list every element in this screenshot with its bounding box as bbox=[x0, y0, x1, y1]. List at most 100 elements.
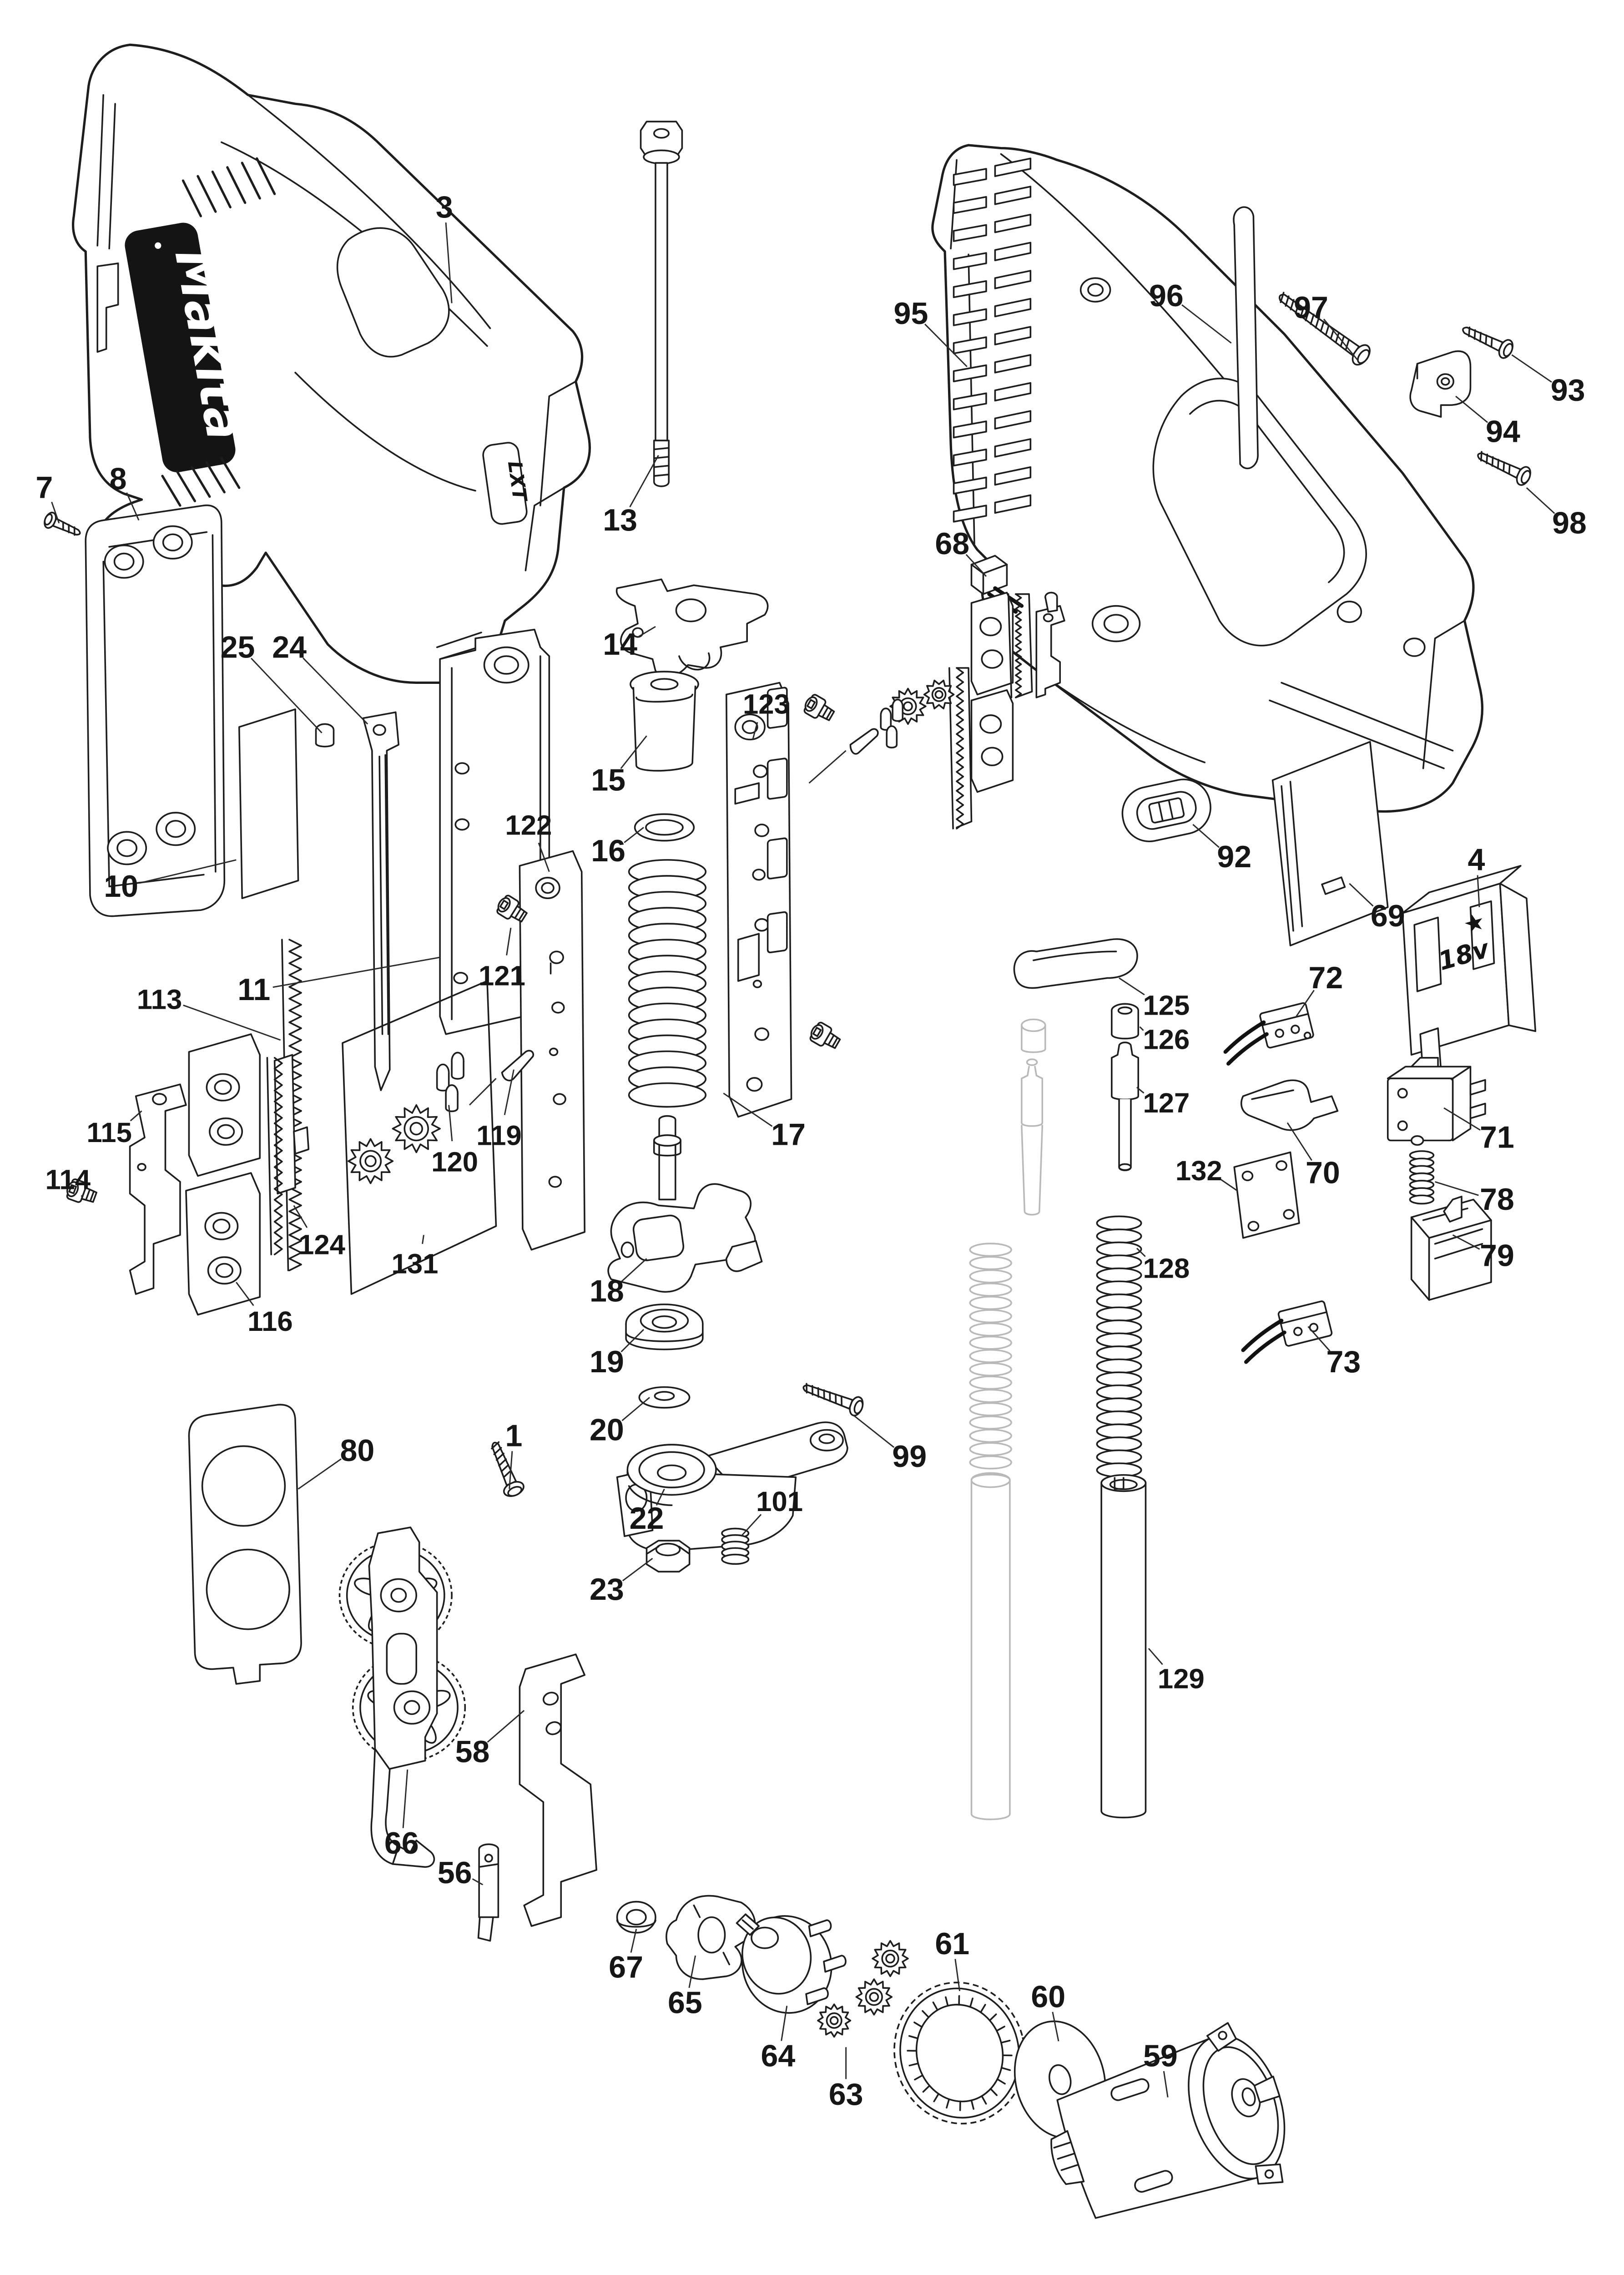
callout-leader-25 bbox=[251, 657, 323, 733]
callout-leader-61 bbox=[954, 1959, 960, 1992]
callout-leader-80 bbox=[298, 1458, 342, 1490]
callout-label-18: 18 bbox=[590, 1274, 624, 1308]
callout-label-61: 61 bbox=[935, 1926, 969, 1961]
callout-label-126: 126 bbox=[1143, 1024, 1190, 1055]
callout-label-79: 79 bbox=[1480, 1238, 1514, 1273]
callout-leader-99 bbox=[852, 1415, 895, 1448]
callout-label-94: 94 bbox=[1486, 414, 1520, 449]
callout-label-14: 14 bbox=[603, 627, 637, 662]
magazine-ribs-2 bbox=[994, 157, 1032, 514]
callout-label-116: 116 bbox=[247, 1306, 293, 1337]
callout-leader-120 bbox=[448, 1105, 453, 1142]
spring-17 bbox=[628, 859, 707, 1108]
cam-plate-65 bbox=[666, 1895, 756, 1980]
base-assembly-22 bbox=[616, 1421, 848, 1552]
cylinder-15 bbox=[630, 671, 699, 772]
callout-label-98: 98 bbox=[1552, 506, 1587, 541]
callout-leader-113 bbox=[183, 1004, 281, 1041]
callout-label-72: 72 bbox=[1309, 961, 1343, 995]
callout-label-124: 124 bbox=[298, 1229, 345, 1260]
callout-leader-71 bbox=[1443, 1107, 1481, 1131]
callout-label-7: 7 bbox=[35, 470, 53, 505]
switch-72 bbox=[1223, 1002, 1314, 1066]
magazine-ribs bbox=[953, 168, 987, 523]
callout-label-10: 10 bbox=[104, 869, 138, 904]
callout-label-8: 8 bbox=[110, 461, 127, 496]
plate-122 bbox=[519, 850, 585, 1251]
callout-leader-22 bbox=[656, 1488, 665, 1506]
callout-label-24: 24 bbox=[272, 630, 307, 664]
gear-box-131 bbox=[342, 980, 497, 1295]
callout-leader-129 bbox=[1148, 1648, 1163, 1665]
battery-terminal-4: ★ 18v bbox=[1402, 865, 1537, 1077]
guide-block-116-upper bbox=[188, 1033, 261, 1177]
callout-leader-127 bbox=[1136, 1087, 1145, 1094]
callout-label-122: 122 bbox=[505, 810, 552, 841]
callout-leader-98 bbox=[1526, 487, 1555, 514]
callout-label-115: 115 bbox=[86, 1117, 131, 1148]
guide-block-116-lower bbox=[185, 1172, 261, 1316]
callout-leader-119 bbox=[504, 1069, 514, 1115]
callout-label-123: 123 bbox=[743, 689, 790, 720]
callout-leader-7 bbox=[51, 501, 60, 524]
callout-label-69: 69 bbox=[1371, 899, 1405, 933]
spring-128 bbox=[1096, 1215, 1142, 1478]
ring-gear-61 bbox=[893, 1982, 1026, 2125]
callout-label-60: 60 bbox=[1031, 1980, 1065, 2014]
callout-leader-69 bbox=[1349, 883, 1374, 907]
o-ring-16 bbox=[634, 813, 695, 842]
screw-123-lower bbox=[809, 1021, 841, 1049]
callout-label-19: 19 bbox=[590, 1345, 624, 1379]
feeder-set-right bbox=[808, 592, 1065, 829]
callout-label-11: 11 bbox=[237, 972, 270, 1007]
callout-leader-93 bbox=[1511, 354, 1552, 383]
bumper-19 bbox=[625, 1303, 704, 1350]
pin-25 bbox=[315, 723, 335, 748]
planet-gears-63 bbox=[817, 1940, 909, 2038]
magazine-sheet-10 bbox=[238, 708, 299, 900]
callout-label-99: 99 bbox=[892, 1439, 927, 1474]
callout-leader-58 bbox=[487, 1710, 525, 1743]
callout-leader-4 bbox=[1477, 875, 1480, 907]
callout-leader-116 bbox=[236, 1282, 254, 1306]
spring-101 bbox=[721, 1527, 750, 1565]
callout-leader-96 bbox=[1181, 304, 1232, 344]
callout-leader-97 bbox=[1323, 318, 1359, 361]
callout-label-68: 68 bbox=[935, 526, 969, 561]
callout-label-67: 67 bbox=[609, 1950, 643, 1985]
callout-label-71: 71 bbox=[1480, 1120, 1514, 1155]
callout-leader-115 bbox=[130, 1110, 142, 1122]
pin-56 bbox=[477, 1843, 499, 1942]
callout-label-3: 3 bbox=[436, 190, 453, 224]
ghost-plunger-column bbox=[969, 1018, 1046, 1820]
callout-leader-94 bbox=[1455, 395, 1488, 423]
bracket-14 bbox=[615, 578, 769, 677]
callout-leader-95 bbox=[924, 324, 968, 367]
screw-93 bbox=[1462, 326, 1513, 359]
callout-label-92: 92 bbox=[1217, 839, 1251, 874]
callout-leader-123 bbox=[752, 722, 758, 739]
callout-leader-121 bbox=[506, 927, 512, 956]
switch-71 bbox=[1387, 1057, 1486, 1146]
screw-99 bbox=[802, 1383, 864, 1416]
callout-leader-3 bbox=[445, 222, 453, 303]
callout-leader-128 bbox=[1136, 1248, 1146, 1257]
callout-label-113: 113 bbox=[137, 984, 182, 1016]
callout-leader-19 bbox=[620, 1329, 645, 1353]
callout-label-66: 66 bbox=[384, 1826, 419, 1860]
guide-rod-18-shaft bbox=[653, 1115, 681, 1201]
callout-label-23: 23 bbox=[590, 1572, 624, 1607]
screw-7 bbox=[44, 511, 81, 536]
rubber-strip-96 bbox=[1233, 206, 1259, 470]
callout-label-93: 93 bbox=[1551, 373, 1585, 408]
callout-leader-126 bbox=[1139, 1026, 1144, 1031]
gasket-80 bbox=[188, 1404, 302, 1685]
callout-leader-18 bbox=[621, 1258, 647, 1282]
callout-label-132: 132 bbox=[1175, 1155, 1222, 1187]
grommet-92 bbox=[1121, 779, 1211, 843]
battery-cover-69 bbox=[1271, 741, 1389, 946]
callout-leader-70 bbox=[1286, 1122, 1312, 1161]
